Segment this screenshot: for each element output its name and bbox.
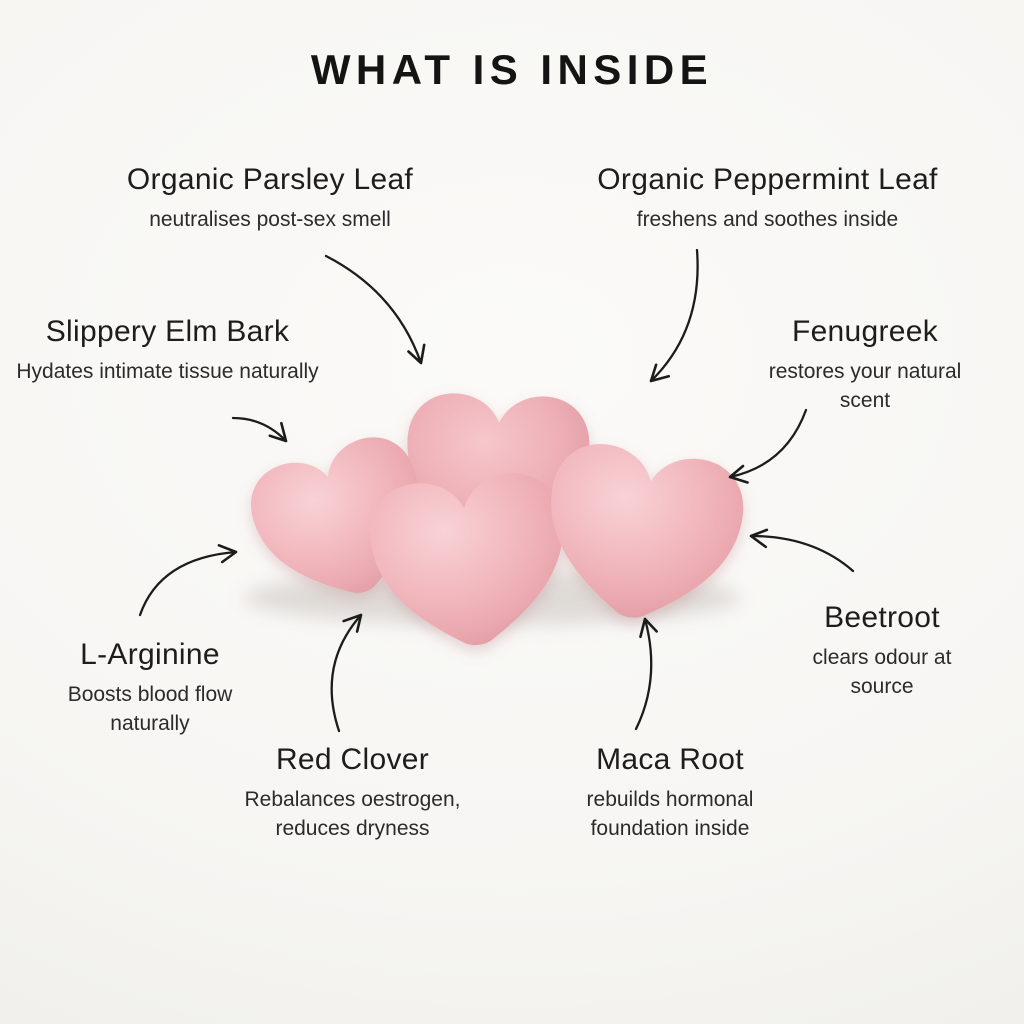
ingredient-description: Hydates intimate tissue naturally: [16, 360, 319, 383]
arrow-slippery-elm-icon: [231, 416, 288, 443]
heart-gummy: [239, 426, 446, 618]
ground-shadow: [244, 571, 740, 625]
ingredient-name: Beetroot: [824, 601, 940, 634]
ingredient-name: L-Arginine: [80, 638, 220, 671]
ingredient-name: Fenugreek: [791, 315, 939, 348]
ingredient-description: clears odour at source: [812, 646, 952, 698]
arrow-l-arginine-icon: [138, 544, 238, 617]
arrow-beetroot-icon: [749, 528, 855, 573]
arrow-maca-root-icon: [634, 617, 658, 731]
arrow-parsley-icon: [324, 254, 426, 365]
arrow-peppermint-icon: [649, 248, 699, 383]
ingredient-beetroot: Beetroot clears odour at source: [807, 601, 957, 702]
ingredient-description: freshens and soothes inside: [636, 208, 899, 231]
ingredient-maca-root: Maca Root rebuilds hormonal foundation i…: [545, 743, 795, 844]
page-title: WHAT IS INSIDE: [310, 46, 714, 93]
ingredient-name: Organic Parsley Leaf: [126, 163, 414, 196]
ingredient-red-clover: Red Clover Rebalances oestrogen, reduces…: [210, 743, 495, 844]
ingredient-slippery-elm: Slippery Elm Bark Hydates intimate tissu…: [15, 315, 320, 387]
heart-gummy: [365, 468, 575, 655]
heart-gummy: [534, 437, 751, 633]
ingredient-description: rebuilds hormonal foundation inside: [586, 788, 754, 840]
ingredient-name: Organic Peppermint Leaf: [597, 163, 938, 196]
arrow-red-clover-icon: [330, 613, 363, 733]
ingredient-name: Red Clover: [275, 743, 430, 776]
ingredient-description: Boosts blood flow naturally: [67, 683, 233, 735]
ingredient-parsley: Organic Parsley Leaf neutralises post-se…: [95, 163, 445, 235]
ingredient-description: neutralises post-sex smell: [149, 208, 391, 231]
heart-gummy: [403, 391, 592, 557]
ingredient-name: Slippery Elm Bark: [45, 315, 290, 348]
ingredient-name: Maca Root: [596, 743, 744, 776]
ingredient-fenugreek: Fenugreek restores your natural scent: [765, 315, 965, 416]
ingredient-peppermint: Organic Peppermint Leaf freshens and soo…: [575, 163, 960, 235]
ingredient-description: restores your natural scent: [768, 360, 962, 412]
arrow-fenugreek-icon: [728, 408, 808, 484]
ingredient-l-arginine: L-Arginine Boosts blood flow naturally: [35, 638, 265, 739]
ingredient-description: Rebalances oestrogen, reduces dryness: [244, 788, 461, 840]
